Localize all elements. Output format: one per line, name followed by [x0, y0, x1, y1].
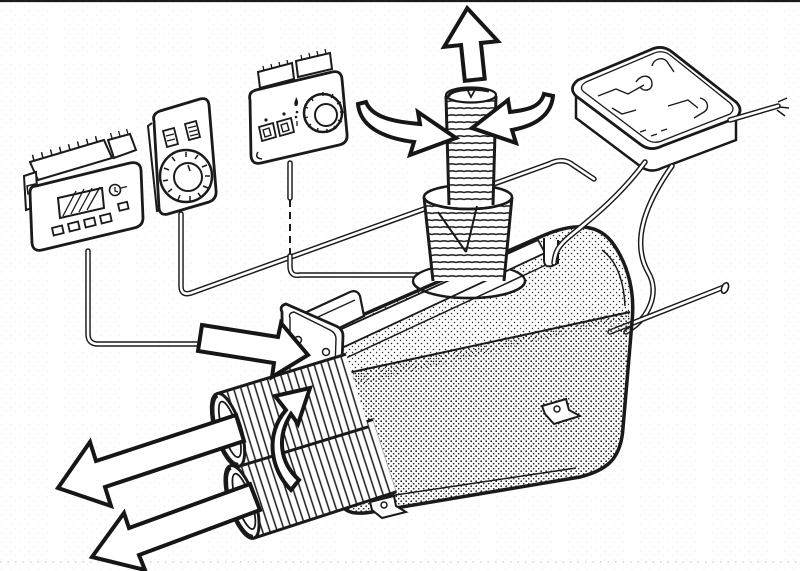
heater-top-face [333, 226, 632, 385]
control-wires [85, 158, 597, 347]
timer-connector-teeth [31, 136, 98, 161]
heater-body [331, 225, 635, 520]
right-end-curve-line [601, 249, 626, 307]
heater-face-edge [342, 311, 631, 375]
timer-display [56, 186, 106, 220]
dial-slider-switches [161, 119, 202, 149]
thermostat-dial [146, 97, 218, 216]
frayed-wire-ends [776, 97, 790, 117]
switch-panel-wire [287, 160, 455, 279]
intake-curved-arrow-right [467, 91, 556, 147]
digital-timer [22, 128, 145, 252]
mounting-foot-right [540, 397, 583, 426]
exhaust-up-arrow [440, 4, 503, 84]
dial-tick-marks [162, 152, 210, 201]
timer-wire [85, 248, 303, 347]
dial-pointer [187, 164, 191, 172]
wiring-box-internal-wiring [597, 58, 709, 137]
panel-indicator-symbols [294, 97, 299, 126]
cabin-air-inlet-arrow [195, 318, 312, 381]
pipe-rim-notch [466, 87, 477, 99]
base-collar-front-arc [411, 280, 527, 300]
knob-tick-marks [303, 92, 344, 133]
switch-panel [248, 48, 349, 165]
timer-connector-block-2 [106, 132, 138, 160]
sleeve-slit [437, 205, 478, 253]
cable-to-slot [551, 159, 648, 266]
timer-connector-teeth-2 [109, 128, 129, 139]
timer-buttons [50, 200, 130, 237]
rotary-knob [302, 92, 344, 134]
wiring-box [571, 46, 790, 172]
frayed-cable-right [727, 97, 790, 123]
mounting-foot-front [368, 494, 409, 520]
heater-ridge-line [345, 263, 549, 359]
flame-icon [294, 97, 299, 106]
rocker-switches [257, 112, 296, 143]
cable-loop-right [623, 163, 675, 335]
sleeve-rim-front-arc [422, 196, 514, 211]
outlet-hoses [209, 352, 397, 540]
panel-connector-blocks [256, 48, 334, 90]
intake-curved-arrow-left [355, 99, 461, 159]
warm-air-out-arrow-upper [54, 412, 247, 510]
thermostat-wire-bundle [178, 158, 597, 297]
dial-face [158, 148, 214, 204]
heater-front-face [339, 310, 630, 514]
wiring-box-inner-edge [580, 51, 734, 143]
pipe-rim-shading [447, 87, 490, 98]
pipe-inner [444, 86, 498, 206]
pipe-open-end [720, 281, 730, 295]
panel-notch [255, 151, 263, 160]
timer-clock-icon [108, 183, 128, 197]
warm-air-out-arrow-lower [88, 481, 263, 571]
recirculation-arrow [270, 385, 314, 493]
